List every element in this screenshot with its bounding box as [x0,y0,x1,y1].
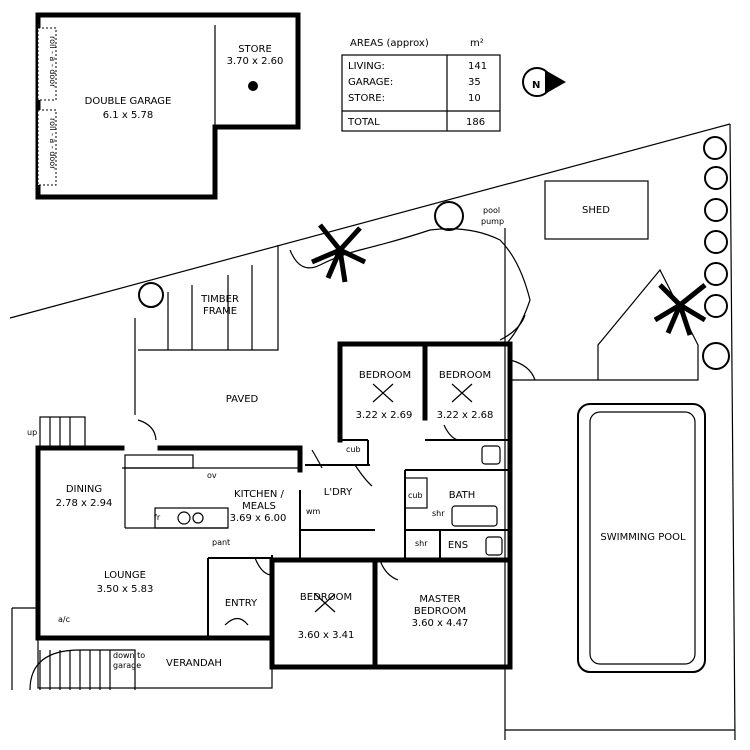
doors [137,314,536,626]
fr-label: fr [154,513,161,522]
ceiling-fan-markers [314,383,473,613]
areas-total-label: TOTAL [347,117,380,128]
garden-path [289,228,531,346]
areas-row-living-value: 141 [468,61,487,72]
master-name-1: MASTER [419,594,460,605]
kitchen-name-1: KITCHEN / [234,489,285,500]
shed-label: SHED [582,205,610,216]
store-name: STORE [238,44,272,55]
timber-frame-label-2: FRAME [203,306,237,317]
bedroom-1-name: BEDROOM [359,370,411,381]
kitchen-dims: 3.69 x 6.00 [230,513,287,524]
down-to-garage-1: down to [113,651,145,660]
laundry-label: L'DRY [324,487,353,498]
master-name-2: BEDROOM [414,606,466,617]
areas-unit: m² [470,38,484,49]
bedroom-1-dims: 3.22 x 2.69 [356,410,413,421]
pantry-label: pant [212,538,230,547]
garage-block: roll - a - door roll - a - door DOUBLE G… [35,12,301,200]
bedroom-3-dims: 3.60 x 3.41 [298,630,355,641]
store-fixture-dot [248,81,258,91]
verandah [11,416,273,691]
bedroom-3-name: BEDROOM [300,592,352,603]
cub-label-2: cub [408,491,423,500]
kitchen-name-2: MEALS [242,501,276,512]
dining-dims: 2.78 x 2.94 [56,498,113,509]
palm-tree-icon [311,223,367,283]
shed [544,180,649,240]
north-arrow-icon: N [522,67,566,97]
site-boundaries [9,123,736,741]
cub-label-1: cub [346,445,361,454]
room-labels: BEDROOM 3.22 x 2.69 BEDROOM 3.22 x 2.68 … [27,370,493,670]
entry-label: ENTRY [225,598,258,609]
store-dims: 3.70 x 2.60 [227,56,284,67]
tree-icon [138,282,164,308]
north-label: N [532,80,540,91]
bedroom-2-dims: 3.22 x 2.68 [437,410,494,421]
bedroom-2-name: BEDROOM [439,370,491,381]
areas-total-value: 186 [466,117,485,128]
shr-label-1: shr [432,509,445,518]
shr-label-2: shr [415,539,428,548]
pool-pump-label-1: pool [483,206,500,215]
tree-icon [434,201,464,231]
areas-row-garage-value: 35 [468,77,481,88]
lounge-name: LOUNGE [104,570,146,581]
roller-door-2 [37,109,57,186]
lounge-dims: 3.50 x 5.83 [97,584,154,595]
roller-door-1-label: roll - a - door [48,36,57,88]
ov-label: ov [207,471,217,480]
dining-name: DINING [66,484,102,495]
palm-tree-icon [653,283,707,336]
areas-row-garage-label: GARAGE: [348,77,393,88]
ac-label: a/c [58,615,70,624]
down-to-garage-2: garage [113,661,141,670]
areas-row-living-label: LIVING: [348,61,385,72]
trees [138,136,730,370]
swimming-pool: SWIMMING POOL [577,403,706,673]
master-dims: 3.60 x 4.47 [412,618,469,629]
areas-title: AREAS (approx) [350,38,429,49]
up-label: up [27,428,37,437]
timber-frame-label-1: TIMBER [200,294,239,305]
timber-frame: TIMBER FRAME [138,245,279,351]
garage-name: DOUBLE GARAGE [85,96,172,107]
bath-label: BATH [449,490,476,501]
paved-label: PAVED [226,394,259,405]
pool-label: SWIMMING POOL [600,532,686,543]
verandah-label: VERANDAH [166,658,222,669]
areas-table: AREAS (approx) m² LIVING: 141 GARAGE: 35… [341,38,501,132]
hedge-trees [702,136,730,370]
areas-row-store-value: 10 [468,93,481,104]
ens-label: ENS [448,540,468,551]
garage-dims: 6.1 x 5.78 [103,110,153,121]
areas-row-store-label: STORE: [348,93,385,104]
roller-door-2-label: roll - a - door [48,118,57,170]
roller-door-1 [37,27,57,101]
wm-label: wm [306,507,321,516]
pool-pump-label-2: pump [481,217,504,226]
